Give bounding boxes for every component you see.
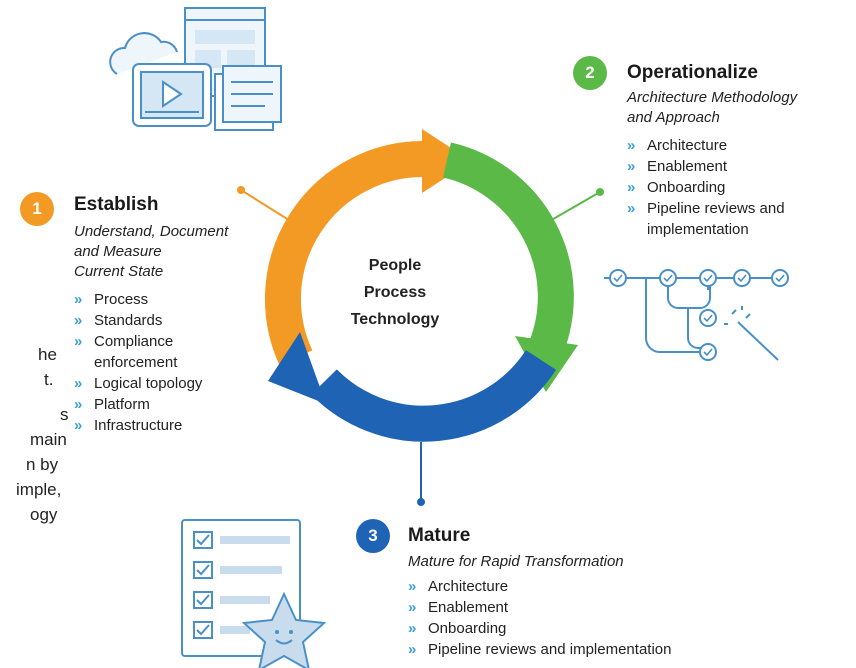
operationalize-title: Operationalize — [627, 62, 758, 83]
left-fragment-line: s — [60, 405, 69, 424]
bullet-mark: » — [74, 396, 83, 413]
step-3-badge: 3 — [356, 519, 390, 553]
blue-arc — [311, 349, 557, 442]
step-1-badge: 1 — [20, 192, 54, 226]
list-item: »Onboarding — [408, 620, 507, 637]
left-fragment-line: main — [30, 430, 67, 449]
bullet-mark: » — [74, 291, 83, 308]
left-fragment-line: he — [38, 345, 57, 364]
subtitle-line: Understand, Document — [74, 223, 229, 240]
checklist-star-icon — [181, 519, 327, 668]
bullet-mark: » — [627, 179, 636, 196]
list-item-continuation: implementation — [647, 221, 749, 238]
establish-list: »Process »Standards »Compliance enforcem… — [74, 289, 274, 436]
mature-list: »Architecture »Enablement »Onboarding »P… — [408, 576, 738, 660]
subtitle-line: Architecture Methodology — [627, 89, 798, 106]
operationalize-subtitle: Architecture Methodology and Approach — [627, 88, 847, 128]
establish-connector-dot — [237, 186, 245, 194]
establish-title: Establish — [74, 194, 159, 215]
bullet-mark: » — [408, 641, 417, 658]
cloud-devices-icon — [109, 7, 282, 131]
bullet-mark: » — [74, 417, 83, 434]
list-item: »Onboarding — [627, 179, 726, 196]
center-label-technology: Technology — [350, 311, 440, 328]
list-item: »Compliance — [74, 333, 174, 350]
bullet-mark: » — [74, 312, 83, 329]
orange-arc — [264, 140, 426, 366]
step-2-badge: 2 — [573, 56, 607, 90]
bullet-mark: » — [627, 137, 636, 154]
bullet-mark: » — [408, 620, 417, 637]
bullet-mark: » — [627, 158, 636, 175]
list-item: »Infrastructure — [74, 417, 183, 434]
list-item-continuation: enforcement — [94, 354, 178, 371]
green-arc — [442, 142, 574, 355]
list-item: »Logical topology — [74, 375, 203, 392]
bullet-mark: » — [408, 599, 417, 616]
list-item: »Platform — [74, 396, 150, 413]
star-icon — [241, 591, 327, 668]
operationalize-connector-dot — [596, 188, 604, 196]
left-clipped-text: he t. s main n by imple, ogy — [0, 342, 70, 527]
bullet-mark: » — [74, 333, 83, 350]
list-item: »Enablement — [408, 599, 509, 616]
left-fragment-line: n by — [26, 455, 59, 474]
operationalize-list: »Architecture »Enablement »Onboarding »P… — [627, 135, 847, 240]
bullet-mark: » — [74, 375, 83, 392]
list-item: »Architecture — [408, 578, 509, 595]
subtitle-line: and Measure — [74, 243, 162, 260]
left-fragment-line: t. — [44, 370, 54, 389]
list-item: »Process — [74, 291, 149, 308]
subtitle-line: Mature for Rapid Transformation — [408, 553, 624, 570]
blue-arrowhead — [268, 332, 326, 404]
center-labels: People Process Technology — [330, 252, 460, 333]
center-label-people: People — [368, 257, 422, 274]
list-item: »Architecture — [627, 137, 728, 154]
pipeline-workflow-icon — [604, 269, 789, 361]
subtitle-line: and Approach — [627, 109, 720, 126]
orange-arrowhead — [422, 129, 471, 193]
mature-title: Mature — [408, 525, 471, 546]
operationalize-connector — [547, 191, 601, 223]
mature-connector-dot — [417, 498, 425, 506]
establish-subtitle: Understand, Document and Measure Current… — [74, 222, 274, 282]
list-item: »Enablement — [627, 158, 728, 175]
left-fragment-line: imple, — [16, 480, 62, 499]
list-item: »Pipeline reviews and implementation — [408, 641, 672, 658]
bullet-mark: » — [408, 578, 417, 595]
list-item: »Standards — [74, 312, 163, 329]
list-item: »Pipeline reviews and — [627, 200, 785, 217]
left-fragment-line: ogy — [30, 505, 58, 524]
center-label-process: Process — [363, 284, 427, 301]
subtitle-line: Current State — [74, 263, 164, 280]
mature-subtitle: Mature for Rapid Transformation — [408, 552, 708, 572]
bullet-mark: » — [627, 200, 636, 217]
